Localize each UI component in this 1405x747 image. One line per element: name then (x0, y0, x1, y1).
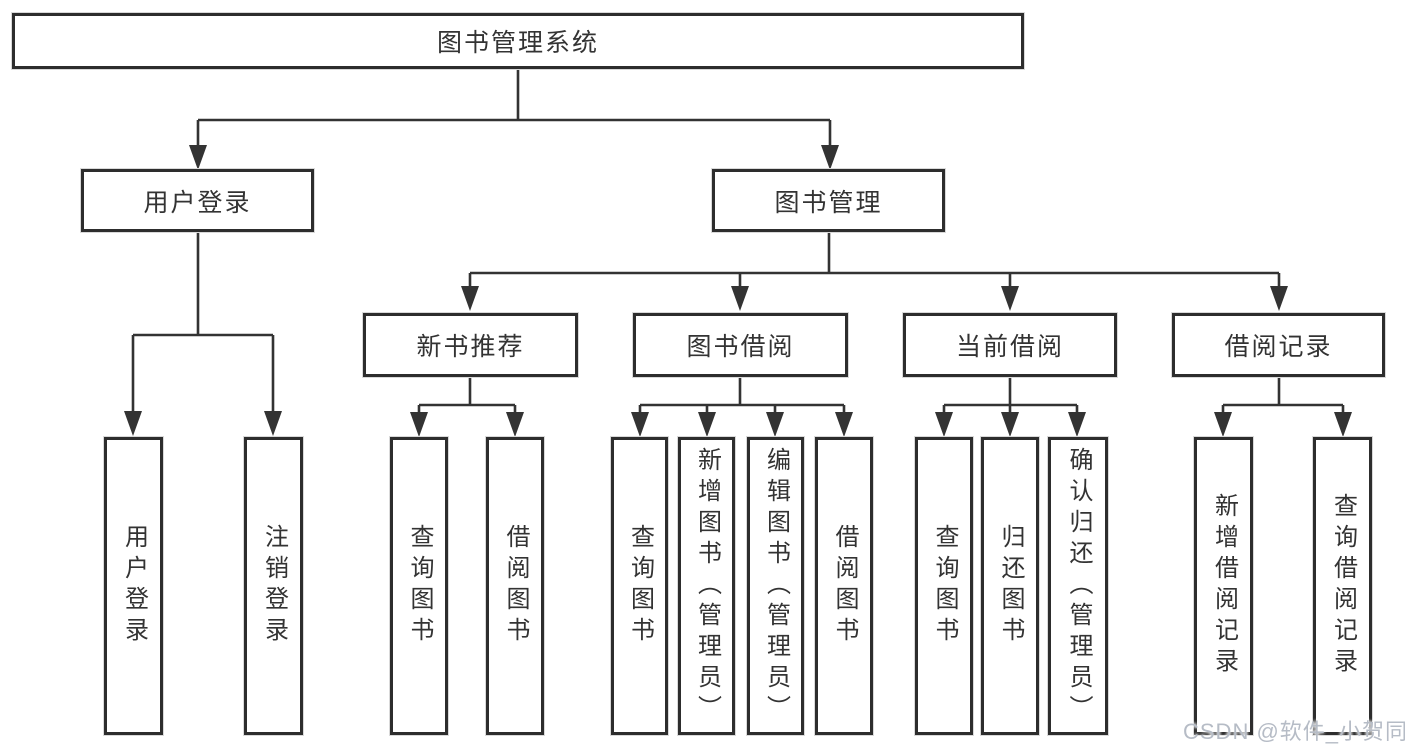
node-label: 当前借阅 (955, 333, 1064, 361)
leaf-records-query-borrow-record: 查询借阅记录 (1313, 437, 1372, 735)
node-book-borrowing: 图书借阅 (633, 313, 848, 377)
node-current-borrowing: 当前借阅 (903, 313, 1117, 377)
node-label: 新书推荐 (416, 333, 525, 361)
node-label: 查询图书 (931, 524, 958, 648)
node-label: 图书管理 (774, 188, 883, 217)
node-label: 新增借阅记录 (1210, 493, 1238, 679)
node-label: 借阅图书 (831, 524, 858, 648)
csdn-watermark: CSDN @软件_小贺同学 (1183, 719, 1405, 744)
node-label: 确认归还（管理员） (1065, 446, 1092, 726)
leaf-recommend-borrow-books: 借阅图书 (486, 437, 544, 735)
node-label: 用户登录 (143, 188, 252, 217)
node-label: 查询图书 (406, 524, 433, 648)
leaf-current-return-books: 归还图书 (981, 437, 1039, 735)
leaf-borrowing-edit-books-admin: 编辑图书（管理员） (747, 437, 804, 735)
leaf-user-login: 用户登录 (104, 437, 163, 735)
node-library-management-system: 图书管理系统 (12, 13, 1024, 69)
leaf-borrowing-borrow-books: 借阅图书 (815, 437, 873, 735)
node-label: 图书借阅 (686, 333, 795, 361)
node-new-book-recommend: 新书推荐 (363, 313, 578, 377)
node-label: 归还图书 (997, 524, 1024, 648)
node-label: 借阅记录 (1224, 333, 1333, 361)
leaf-current-confirm-return-admin: 确认归还（管理员） (1048, 437, 1108, 735)
leaf-borrowing-query-books: 查询图书 (611, 437, 668, 735)
leaf-records-add-borrow-record: 新增借阅记录 (1194, 437, 1253, 735)
node-label: 借阅图书 (502, 524, 529, 648)
leaf-borrowing-add-books-admin: 新增图书（管理员） (678, 437, 735, 735)
leaf-logout: 注销登录 (244, 437, 303, 735)
node-user-login: 用户登录 (81, 169, 314, 232)
node-label: 用户登录 (120, 524, 148, 648)
node-label: 图书管理系统 (436, 29, 599, 57)
node-book-management: 图书管理 (712, 169, 945, 232)
leaf-current-query-books: 查询图书 (915, 437, 973, 735)
node-label: 注销登录 (260, 524, 288, 648)
node-label: 新增图书（管理员） (693, 446, 721, 726)
leaf-recommend-query-books: 查询图书 (390, 437, 448, 735)
node-label: 编辑图书（管理员） (762, 446, 790, 726)
node-label: 查询图书 (626, 524, 654, 648)
node-borrow-records: 借阅记录 (1172, 313, 1385, 377)
node-label: 查询借阅记录 (1329, 493, 1357, 679)
